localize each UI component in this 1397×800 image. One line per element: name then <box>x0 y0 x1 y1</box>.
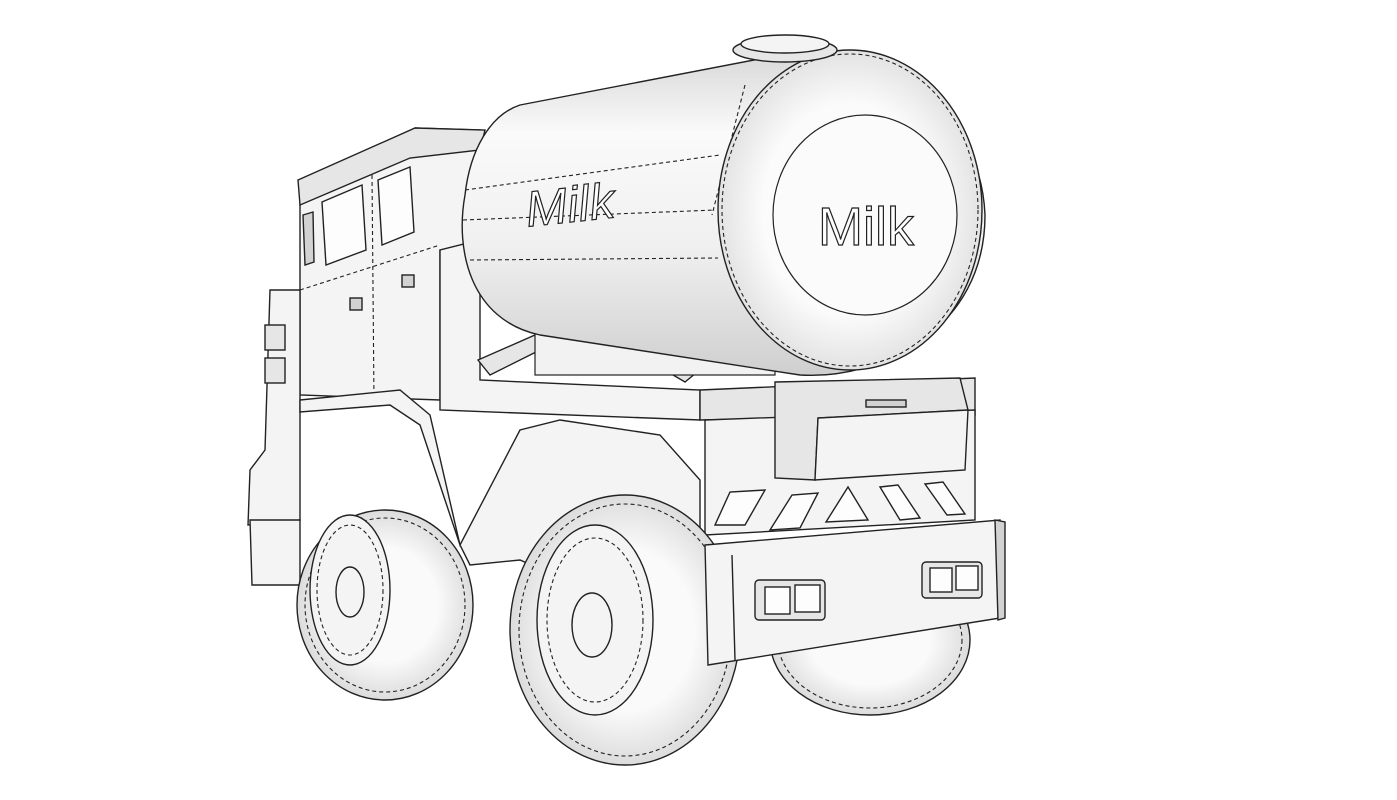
cab <box>247 127 486 586</box>
wheel-front <box>296 509 474 701</box>
wheel-rear-left <box>509 494 741 766</box>
milk-tank: Milk Milk <box>461 34 986 383</box>
cab-window-1 <box>321 183 367 266</box>
tank-end-label: Milk <box>818 197 915 257</box>
tank-side-label: Milk <box>523 172 620 237</box>
hazard-stripes <box>713 481 967 531</box>
tail-light-right <box>921 561 983 599</box>
cab-window-2 <box>377 165 415 247</box>
tail-light-left <box>754 579 826 621</box>
rear-bumper <box>704 519 1006 666</box>
